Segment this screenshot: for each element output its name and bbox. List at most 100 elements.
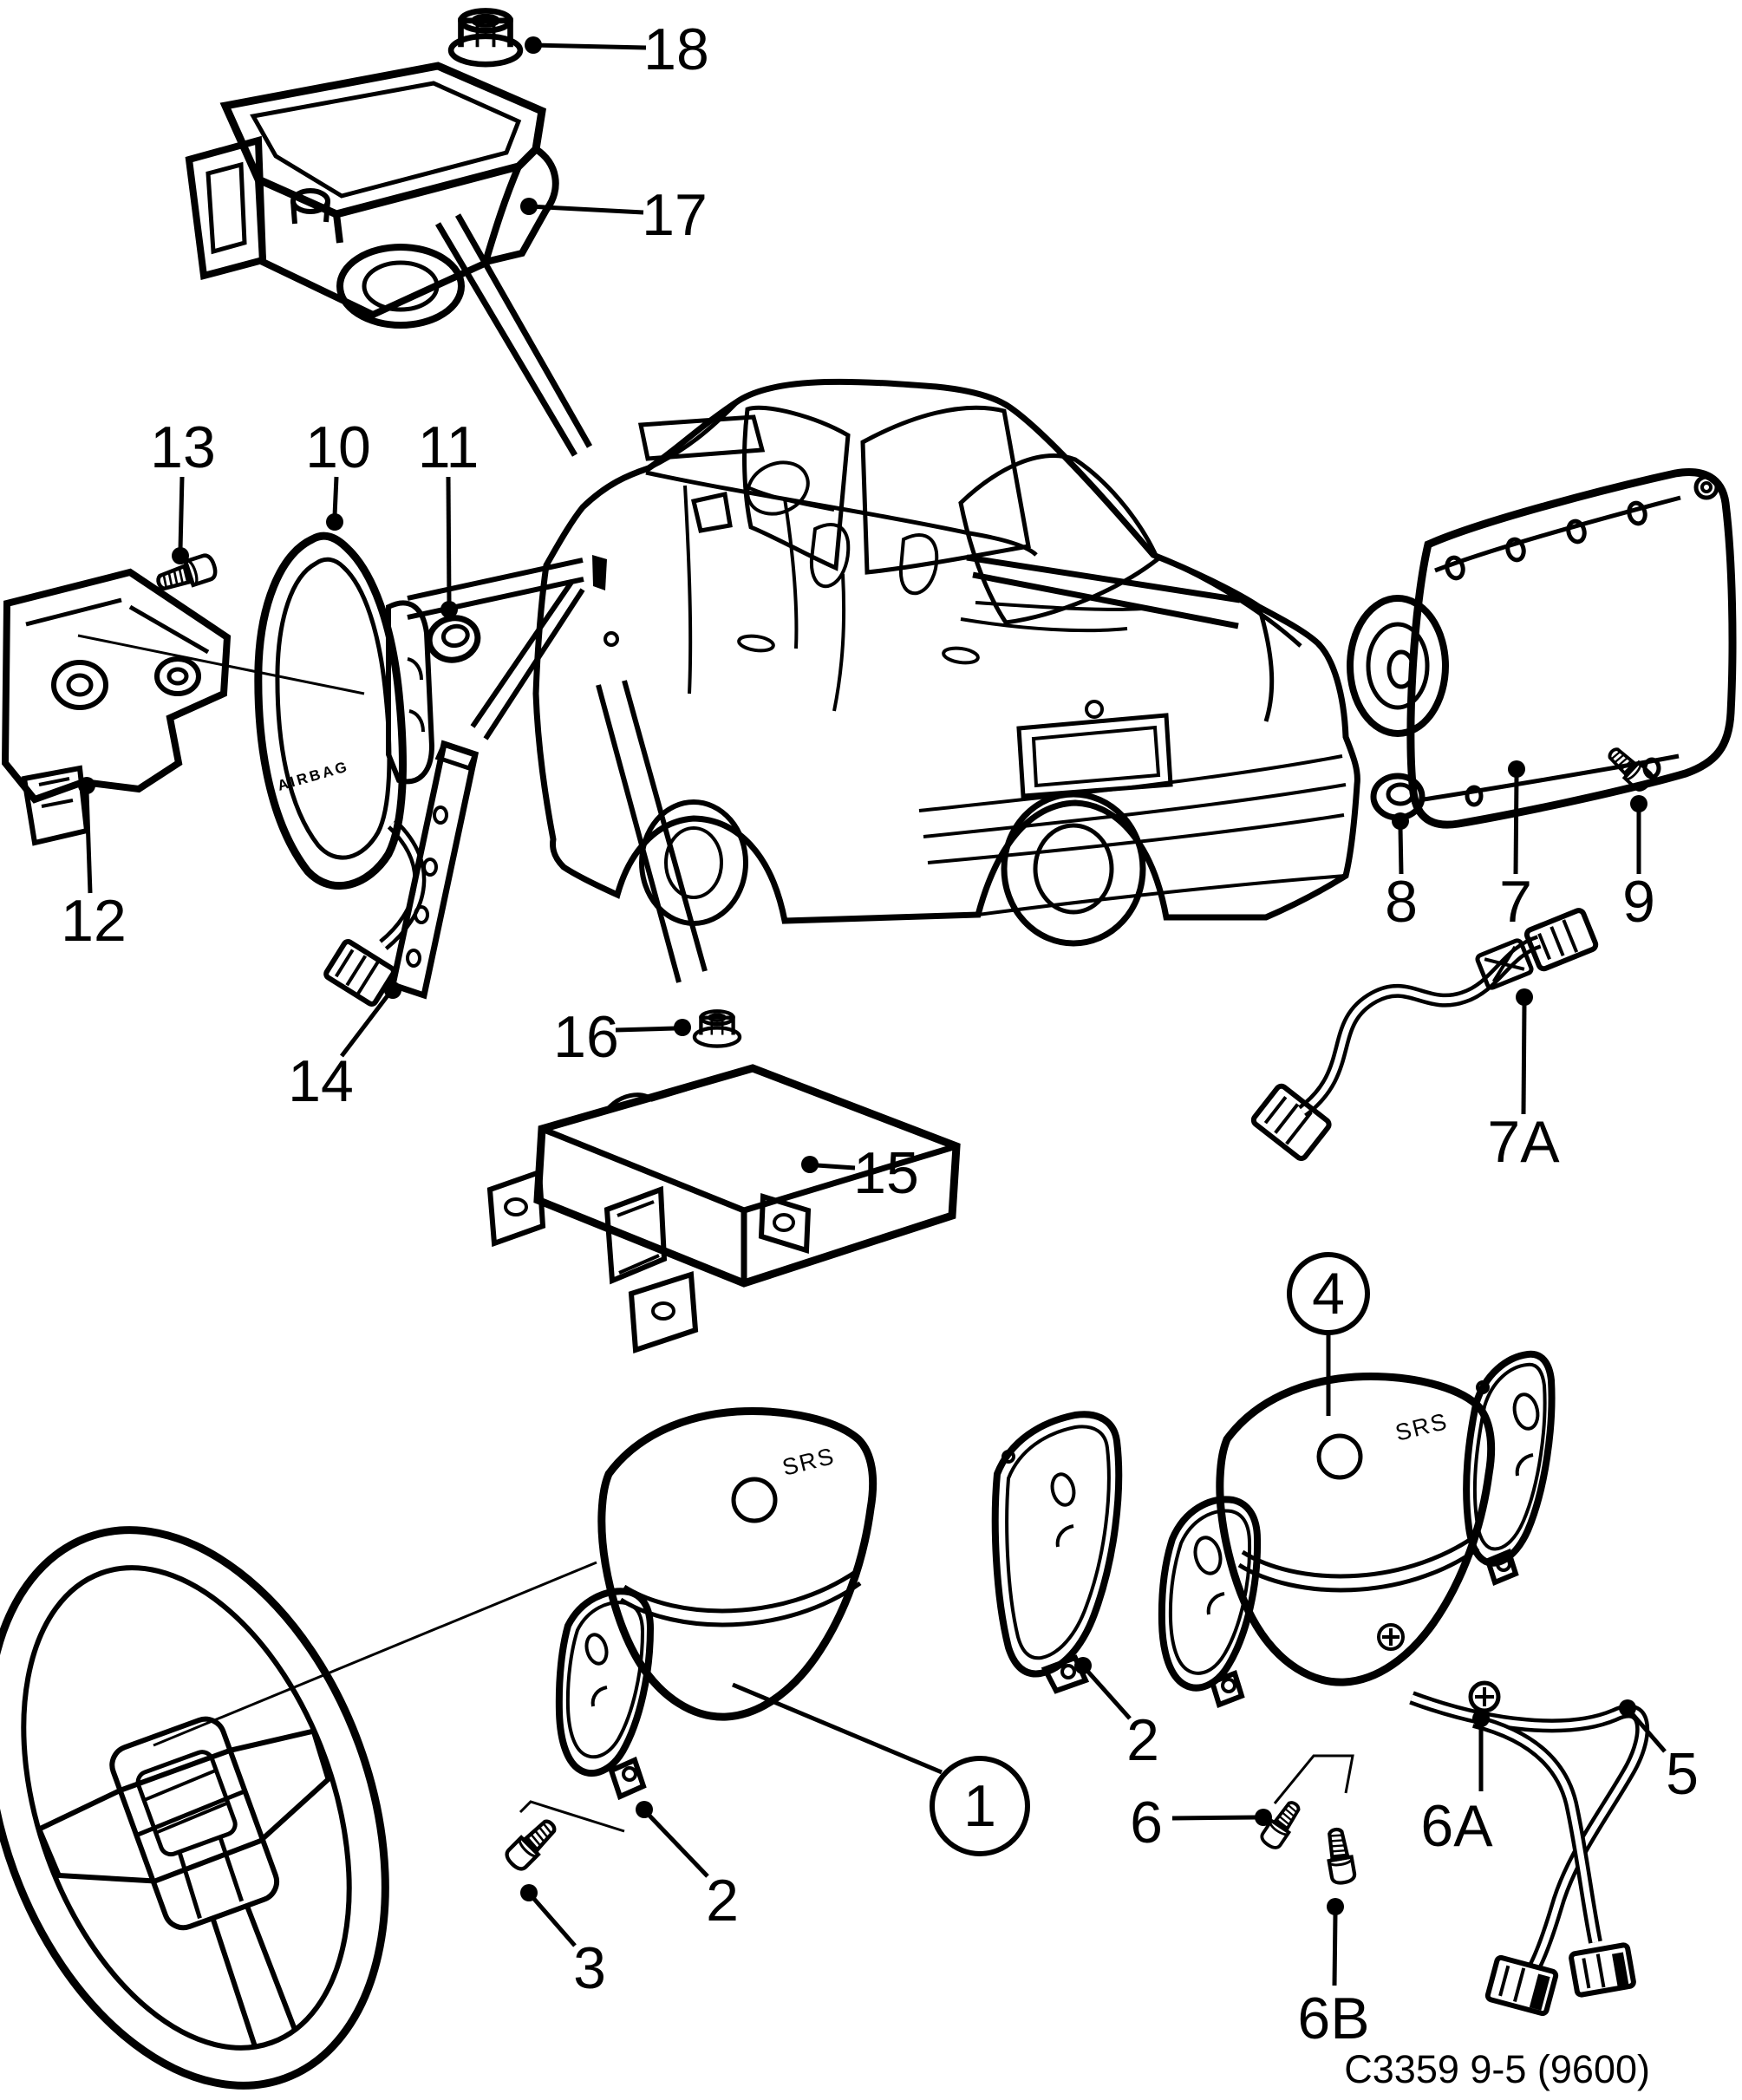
callout-6: 6	[1130, 1790, 1272, 1855]
control-module-15	[486, 1064, 961, 1354]
pointer-line-12	[1273, 1754, 1354, 1804]
pointer-line-11	[77, 634, 365, 695]
callout-leader	[84, 791, 93, 894]
pointer-line-1	[454, 213, 593, 448]
callout-dot	[520, 1884, 538, 1901]
wiring-harness-7A	[1250, 908, 1599, 1162]
callout-label: 17	[642, 182, 708, 248]
callout-16: 16	[553, 1004, 691, 1070]
callout-10: 10	[305, 414, 371, 531]
crash-sensor-17	[185, 62, 559, 329]
driver-airbag-4: SRS	[1216, 1373, 1496, 1686]
side-cover-4-left	[1158, 1496, 1262, 1708]
callout-7: 7	[1499, 760, 1532, 935]
callout-leader	[1171, 1815, 1257, 1821]
pointer-line-0	[434, 222, 578, 457]
callout-18: 18	[525, 16, 709, 82]
callout-dot	[636, 1801, 653, 1818]
callout-dot	[172, 547, 189, 564]
pointer-line-3	[407, 577, 584, 620]
callout-label: 15	[853, 1140, 919, 1206]
callout-label: 6	[1130, 1790, 1163, 1855]
diagram-code: C3359 9-5 (9600)	[1344, 2047, 1650, 2091]
callout-label: 7A	[1487, 1109, 1560, 1175]
callout-dot	[440, 601, 458, 618]
callout-leader	[615, 1026, 676, 1033]
callout-15: 15	[801, 1140, 919, 1206]
callout-12: 12	[61, 777, 127, 954]
callout-label: 6A	[1420, 1793, 1493, 1859]
callout-label: 13	[150, 414, 216, 480]
pointer-lines-layer	[77, 213, 1354, 1833]
callout-leader	[1513, 774, 1519, 875]
callout-circle	[930, 1756, 1030, 1856]
callout-14: 14	[288, 982, 401, 1114]
callout-4: 4	[1287, 1252, 1370, 1416]
callout-leader	[647, 1813, 709, 1878]
callout-dot	[1630, 795, 1647, 812]
car-interior	[592, 460, 1144, 633]
callout-leader	[528, 204, 644, 215]
callout-leader	[446, 476, 452, 604]
callout-dot	[1508, 760, 1525, 778]
wiring-harness-5	[1409, 1691, 1650, 2017]
callout-leader	[178, 476, 185, 551]
callout-7A: 7A	[1487, 988, 1560, 1175]
callout-dot	[1327, 1898, 1344, 1915]
callout-17: 17	[520, 182, 708, 248]
callout-leader	[1332, 1913, 1338, 1986]
callout-label: 3	[573, 1935, 606, 2001]
pointer-line-13	[519, 1800, 625, 1833]
callout-6A: 6A	[1420, 1710, 1493, 1859]
callout-13: 13	[150, 414, 216, 564]
pointer-line-9	[622, 680, 708, 972]
callout-dot	[384, 982, 401, 999]
pointer-line-2	[407, 558, 584, 601]
callout-label: 9	[1622, 869, 1655, 935]
callout-dot	[1516, 988, 1533, 1006]
callout-label: 16	[553, 1004, 619, 1070]
callout-circle	[1287, 1252, 1370, 1335]
callout-leader	[1521, 1002, 1527, 1115]
callout-label: 4	[1312, 1261, 1345, 1327]
callout-dot	[1392, 812, 1409, 830]
callout-label: 14	[288, 1048, 354, 1114]
side-cover-4-right	[1463, 1350, 1556, 1587]
callout-leader	[532, 1896, 577, 1947]
callout-leader	[1085, 1668, 1132, 1720]
callout-11: 11	[418, 414, 479, 618]
pointer-line-10	[153, 1561, 597, 1747]
callout-label: 2	[1126, 1707, 1159, 1773]
pointer-line-6	[966, 554, 1241, 603]
mounting-rail-14	[388, 740, 480, 1000]
callout-dot	[1619, 1699, 1636, 1717]
pointer-line-8	[596, 684, 682, 983]
callout-label: 12	[61, 888, 127, 954]
callout-9: 9	[1622, 795, 1655, 935]
callout-leader	[816, 1163, 856, 1171]
callout-leader	[340, 993, 390, 1058]
callout-leader	[732, 1682, 943, 1775]
callout-dot	[326, 513, 343, 531]
callout-5: 5	[1619, 1699, 1699, 1807]
callout-dot	[520, 198, 538, 215]
callout-2: 2	[636, 1801, 739, 1934]
callout-leader	[532, 42, 647, 50]
pointer-line-5	[483, 588, 585, 740]
callout-label: 8	[1385, 869, 1418, 935]
callout-dot	[801, 1156, 819, 1173]
side-airbag-wire	[323, 818, 427, 1007]
callout-label: 1	[963, 1773, 996, 1839]
callout-label: 6B	[1297, 1986, 1369, 2051]
callout-label: 10	[305, 414, 371, 480]
callout-6B: 6B	[1297, 1898, 1370, 2051]
callout-dot	[1472, 1710, 1490, 1727]
callout-leader	[332, 476, 339, 517]
callout-dot	[525, 36, 542, 54]
car-illustration	[532, 378, 1360, 947]
side-cover-2-left	[555, 1588, 655, 1801]
